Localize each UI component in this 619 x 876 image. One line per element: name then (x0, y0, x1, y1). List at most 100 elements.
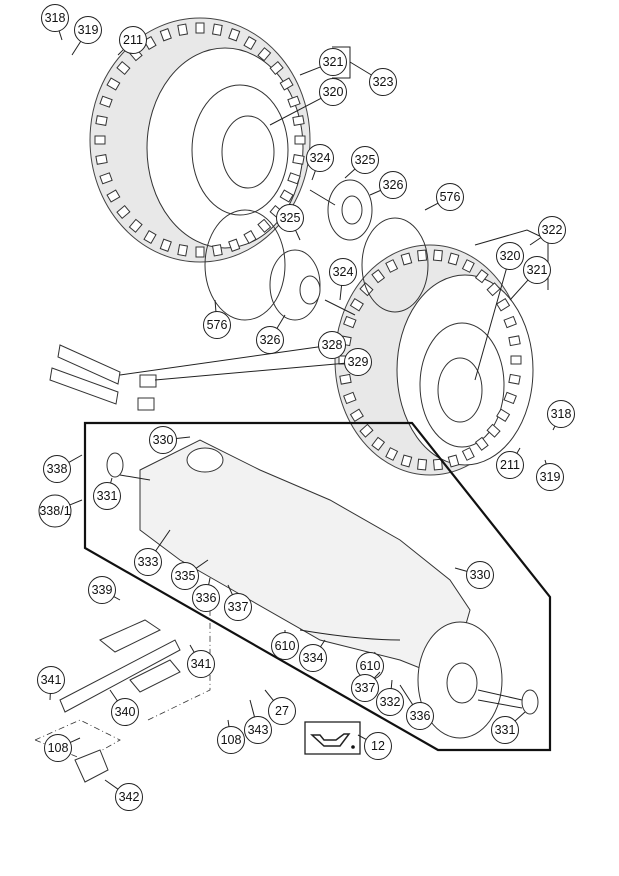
tread-block (116, 205, 131, 219)
tread-block (94, 135, 106, 145)
leader-line (249, 699, 256, 718)
callout-325: 325 (276, 204, 304, 241)
leader-line (390, 679, 393, 689)
callout-331: 331 (93, 477, 121, 510)
callout-label: 328 (322, 338, 343, 352)
callout-circle (43, 455, 71, 483)
leader-line (299, 66, 321, 76)
tread-block (486, 423, 501, 438)
callout-label: 318 (551, 407, 572, 421)
transaxle-frame (83, 421, 552, 752)
callout-label: 337 (228, 600, 249, 614)
callout-label: 108 (48, 741, 69, 755)
tread-block (177, 244, 189, 257)
callout-label: 324 (333, 265, 354, 279)
tread-block (508, 373, 521, 385)
wheel-left (89, 17, 311, 263)
leader-line (214, 299, 217, 312)
callout-circle (523, 256, 551, 284)
leader-line (544, 459, 547, 465)
leader-line (369, 189, 381, 196)
leader-line (71, 41, 82, 56)
leader-line (227, 584, 233, 595)
callout-label: 338 (47, 462, 68, 476)
callout-circle (88, 576, 116, 604)
callout-341: 341 (187, 644, 215, 678)
callout-label: 343 (248, 723, 269, 737)
tread-block (195, 22, 205, 34)
callout-circle (38, 494, 72, 528)
tread-block (211, 23, 223, 36)
callout-circle (74, 16, 102, 44)
callout-circle (351, 146, 379, 174)
tread-block (349, 408, 364, 422)
callout-341: 341 (37, 666, 65, 701)
callout-circle (547, 400, 575, 428)
callout-211: 211 (496, 447, 524, 479)
callout-label: 335 (175, 569, 196, 583)
wheel-right (334, 244, 534, 476)
tread-block (343, 391, 357, 405)
tread-block (294, 135, 306, 145)
callout-label: 333 (138, 555, 159, 569)
tread-block (269, 61, 284, 75)
callout-326: 326 (256, 314, 286, 354)
tread-block (417, 458, 428, 471)
tread-block (128, 218, 143, 233)
callout-circle (406, 702, 434, 730)
callout-338-1: 338/1 (38, 494, 83, 528)
callout-circle (491, 716, 519, 744)
callout-320: 320 (269, 78, 347, 126)
leader-line (68, 454, 83, 463)
callout-circle (344, 348, 372, 376)
callout-circle (536, 463, 564, 491)
tread-block (339, 373, 352, 385)
transaxle (106, 439, 539, 739)
callout-label: 339 (92, 583, 113, 597)
tread-block (508, 335, 521, 347)
leader-line (454, 567, 468, 572)
leader-line (529, 237, 542, 246)
tread-block (243, 35, 257, 51)
callout-label: 330 (470, 568, 491, 582)
tread-block (400, 252, 413, 266)
callout-circle (217, 726, 245, 754)
tread-block (359, 423, 374, 438)
callout-label: 211 (123, 33, 143, 47)
callout-326: 326 (369, 171, 407, 199)
callout-circle (268, 697, 296, 725)
callout-330: 330 (149, 426, 191, 454)
tread-block (116, 61, 131, 75)
callout-331: 331 (491, 711, 526, 744)
leader-line (311, 170, 316, 181)
callout-338: 338 (43, 454, 83, 483)
tread-block (385, 259, 399, 273)
callout-label: 329 (348, 355, 369, 369)
leader-line (208, 577, 211, 585)
tread-block (371, 436, 386, 451)
callout-circle (37, 666, 65, 694)
callout-337: 337 (224, 584, 252, 621)
callout-circle (319, 48, 347, 76)
leader-line (227, 719, 230, 727)
callout-label: 108 (221, 733, 242, 747)
callout-340: 340 (109, 689, 139, 726)
callout-label: 338/1 (39, 504, 70, 518)
leader-line (552, 425, 556, 431)
leader-line (399, 684, 414, 705)
callout-label: 337 (355, 681, 376, 695)
leader-line (373, 671, 381, 679)
tread-block (257, 218, 272, 233)
leader-line (344, 168, 356, 179)
tread-block (400, 454, 413, 468)
tread-block (143, 229, 157, 245)
callout-circle (496, 242, 524, 270)
callout-label: 331 (97, 489, 118, 503)
callout-318: 318 (547, 400, 575, 431)
oil-can-icon (304, 721, 361, 755)
callout-333: 333 (134, 529, 171, 576)
tread-block (243, 229, 257, 245)
callout-circle (329, 258, 357, 286)
tread-block (496, 298, 511, 312)
